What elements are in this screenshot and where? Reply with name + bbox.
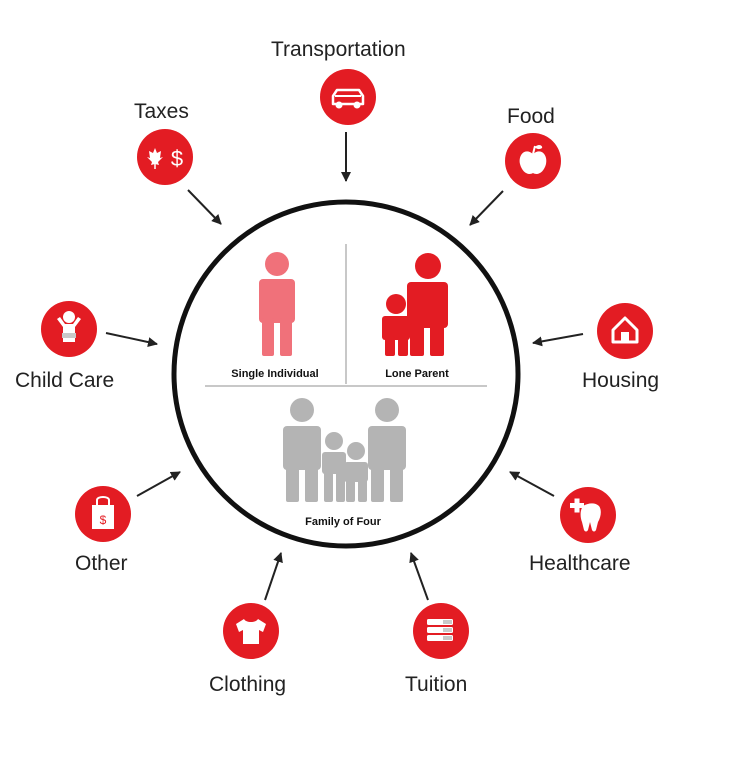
tooth-icon xyxy=(570,498,601,532)
house-icon xyxy=(611,316,639,344)
apple-icon xyxy=(519,145,547,174)
taxes-node: $ xyxy=(137,129,193,185)
single-individual-label: Single Individual xyxy=(231,368,318,380)
taxes-label: Taxes xyxy=(134,100,189,123)
arrow-other xyxy=(136,471,181,497)
family-of-four-label: Family of Four xyxy=(305,516,382,528)
lone-parent-figure xyxy=(382,253,448,356)
tuition-label: Tuition xyxy=(405,673,468,696)
arrow-tuition xyxy=(409,552,429,601)
books-icon xyxy=(427,619,453,641)
bag-dollar-icon: $ xyxy=(100,513,107,527)
transportation-label: Transportation xyxy=(271,38,406,61)
food-label: Food xyxy=(507,105,555,128)
other-node: $ xyxy=(75,486,131,542)
clothing-label: Clothing xyxy=(209,673,287,696)
arrow-clothing xyxy=(264,552,283,601)
child-care-label: Child Care xyxy=(15,369,115,392)
arrow-healthcare xyxy=(509,471,555,497)
car-icon xyxy=(331,88,365,109)
shopping-bag-icon: $ xyxy=(92,496,114,529)
t-shirt-icon xyxy=(236,619,266,644)
housing-label: Housing xyxy=(582,369,660,392)
healthcare-node xyxy=(560,487,616,543)
lone-parent-label: Lone Parent xyxy=(385,368,449,380)
maple-leaf-icon xyxy=(147,148,163,169)
baby-icon xyxy=(57,311,81,342)
housing-node xyxy=(597,303,653,359)
arrow-food xyxy=(469,190,504,226)
transportation-node xyxy=(320,69,376,125)
arrow-housing xyxy=(532,333,584,347)
food-node xyxy=(505,133,561,189)
arrow-child-care xyxy=(105,332,158,347)
healthcare-label: Healthcare xyxy=(529,552,631,575)
single-individual-figure xyxy=(259,252,295,356)
dollar-icon: $ xyxy=(171,146,183,171)
other-label: Other xyxy=(75,552,128,575)
arrow-taxes xyxy=(187,189,222,225)
family-of-four-figure xyxy=(283,398,406,502)
clothing-node xyxy=(223,603,279,659)
tuition-node xyxy=(413,603,469,659)
child-care-node xyxy=(41,301,97,357)
